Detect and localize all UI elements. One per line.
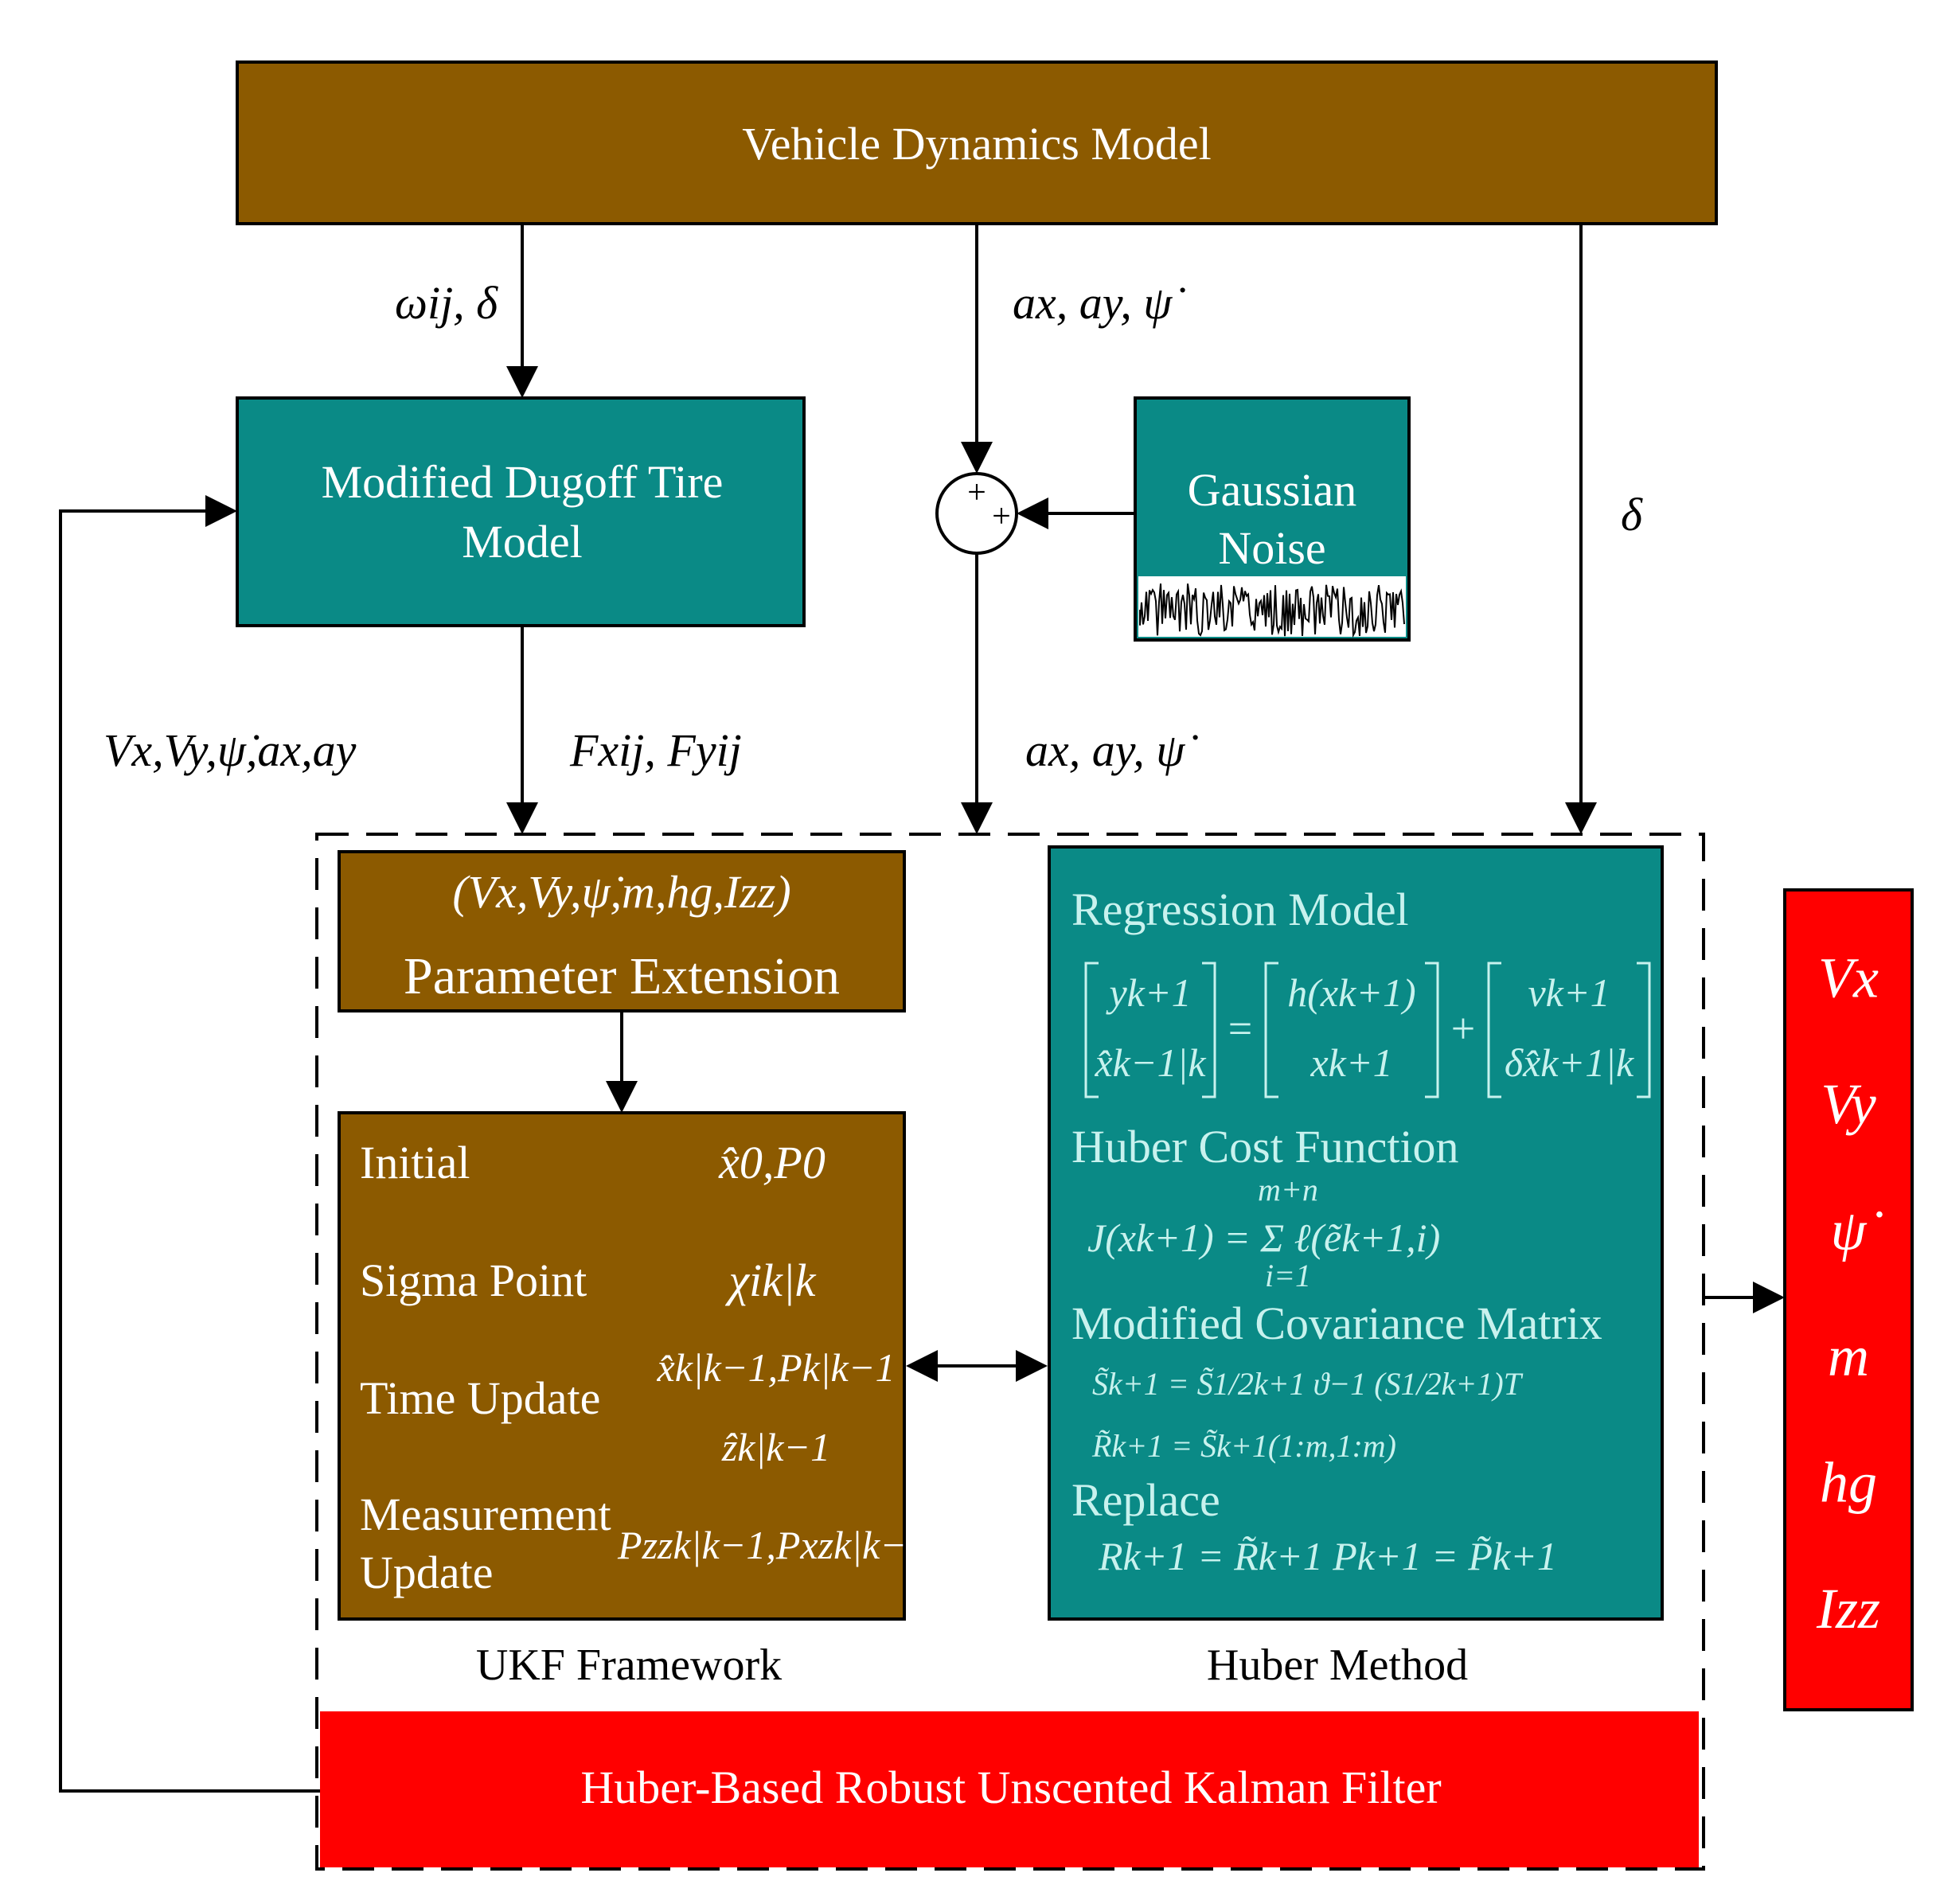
feedback-loop — [59, 495, 320, 1793]
noise-waveform — [1139, 583, 1405, 638]
dugoff-label-line1: Modified Dugoff Tire — [322, 456, 724, 508]
reg-lhs-top: yk+1 — [1105, 970, 1191, 1015]
cov-equation-1: S̃k+1 = S̃1/2k+1 ϑ−1 (S1/2k+1)T — [1092, 1366, 1524, 1402]
ukf-caption: UKF Framework — [476, 1641, 782, 1690]
ukf-measurement-symbol: Pzzk|k−1,Pxzk|k−1 — [617, 1523, 927, 1567]
vehicle-dynamics-block — [236, 60, 1718, 225]
ukf-framework-block — [338, 1111, 906, 1621]
ukf-time-symbol1: x̂k|k−1,Pk|k−1 — [657, 1345, 896, 1390]
signal-forces: Fxij, Fyij — [569, 724, 742, 776]
regression-equation — [1084, 962, 1651, 1098]
cost-equation: J(xk+1) = Σ ℓ(ẽk+1,i) — [1087, 1215, 1440, 1260]
ukf-initial-symbol: x̂0,P0 — [718, 1137, 826, 1188]
signal-delta-right: δ — [1621, 489, 1643, 540]
ukf-time-label: Time Update — [360, 1372, 600, 1424]
cov-equation-2: R̃k+1 = S̃k+1(1:m,1:m) — [1091, 1428, 1396, 1464]
reg-rhs-top: vk+1 — [1528, 970, 1610, 1015]
vehicle-dynamics-label: Vehicle Dynamics Model — [742, 118, 1212, 170]
signal-ax-ay-psi-top: ax, ay, ψ̇ — [1013, 277, 1185, 329]
cost-lower-limit: i=1 — [1265, 1258, 1311, 1293]
output-item: hg — [1820, 1451, 1877, 1515]
huber-method-block — [1048, 845, 1664, 1621]
output-item: Vx — [1818, 946, 1879, 1010]
ukf-sigma-label: Sigma Point — [360, 1254, 587, 1306]
signal-feedback: Vx,Vy,ψ̇,ax,ay — [103, 724, 357, 776]
huber-cov-label: Modified Covariance Matrix — [1071, 1297, 1602, 1349]
reg-rhs-bottom: δx̂k+1|k — [1505, 1040, 1634, 1085]
param-extension-label: Parameter Extension — [404, 947, 840, 1005]
ukf-measurement-label-2: Update — [360, 1547, 494, 1598]
parameter-extension-block — [338, 850, 906, 1012]
gaussian-label-line1: Gaussian — [1188, 464, 1357, 516]
output-block — [1783, 888, 1914, 1711]
ukf-time-symbol2: ẑk|k−1 — [721, 1425, 830, 1469]
param-tuple: (Vx,Vy,ψ̇,m,hg,Izz) — [452, 866, 790, 918]
cost-upper-limit: m+n — [1258, 1172, 1318, 1208]
dugoff-label-line2: Model — [462, 516, 582, 568]
connections — [59, 224, 1785, 1793]
huber-cost-label: Huber Cost Function — [1071, 1121, 1459, 1172]
reg-equals: = — [1228, 1005, 1252, 1052]
sum-plus-right: + — [992, 498, 1011, 535]
signal-ax-ay-psi-bottom: ax, ay, ψ̇ — [1025, 724, 1198, 776]
ukf-sigma-symbol: χik|k — [724, 1254, 816, 1306]
dugoff-tire-block — [236, 396, 806, 627]
ukf-initial-label: Initial — [360, 1137, 470, 1188]
reg-plus: + — [1451, 1005, 1475, 1052]
output-item: Izz — [1816, 1577, 1880, 1641]
huber-replace-label: Replace — [1071, 1474, 1220, 1526]
reg-mid-bottom: xk+1 — [1310, 1040, 1392, 1085]
signal-omega-delta: ωij, δ — [395, 277, 498, 329]
hrukf-dashed-region — [315, 833, 1705, 1871]
output-item: Vy — [1821, 1072, 1876, 1136]
gaussian-label-line2: Noise — [1218, 522, 1325, 574]
reg-lhs-bottom: x̂k−1|k — [1094, 1040, 1206, 1085]
hrukf-block — [320, 1711, 1699, 1867]
hrukf-label: Huber-Based Robust Unscented Kalman Filt… — [580, 1762, 1441, 1813]
sum-plus-top: + — [967, 474, 986, 511]
output-item: m — [1828, 1325, 1869, 1388]
reg-mid-top: h(xk+1) — [1287, 970, 1415, 1015]
huber-regression-label: Regression Model — [1071, 884, 1409, 935]
huber-caption: Huber Method — [1207, 1641, 1468, 1690]
replace-equation: Rk+1 = R̃k+1 Pk+1 = P̃k+1 — [1098, 1534, 1557, 1578]
ukf-measurement-label-1: Measurement — [360, 1488, 611, 1540]
